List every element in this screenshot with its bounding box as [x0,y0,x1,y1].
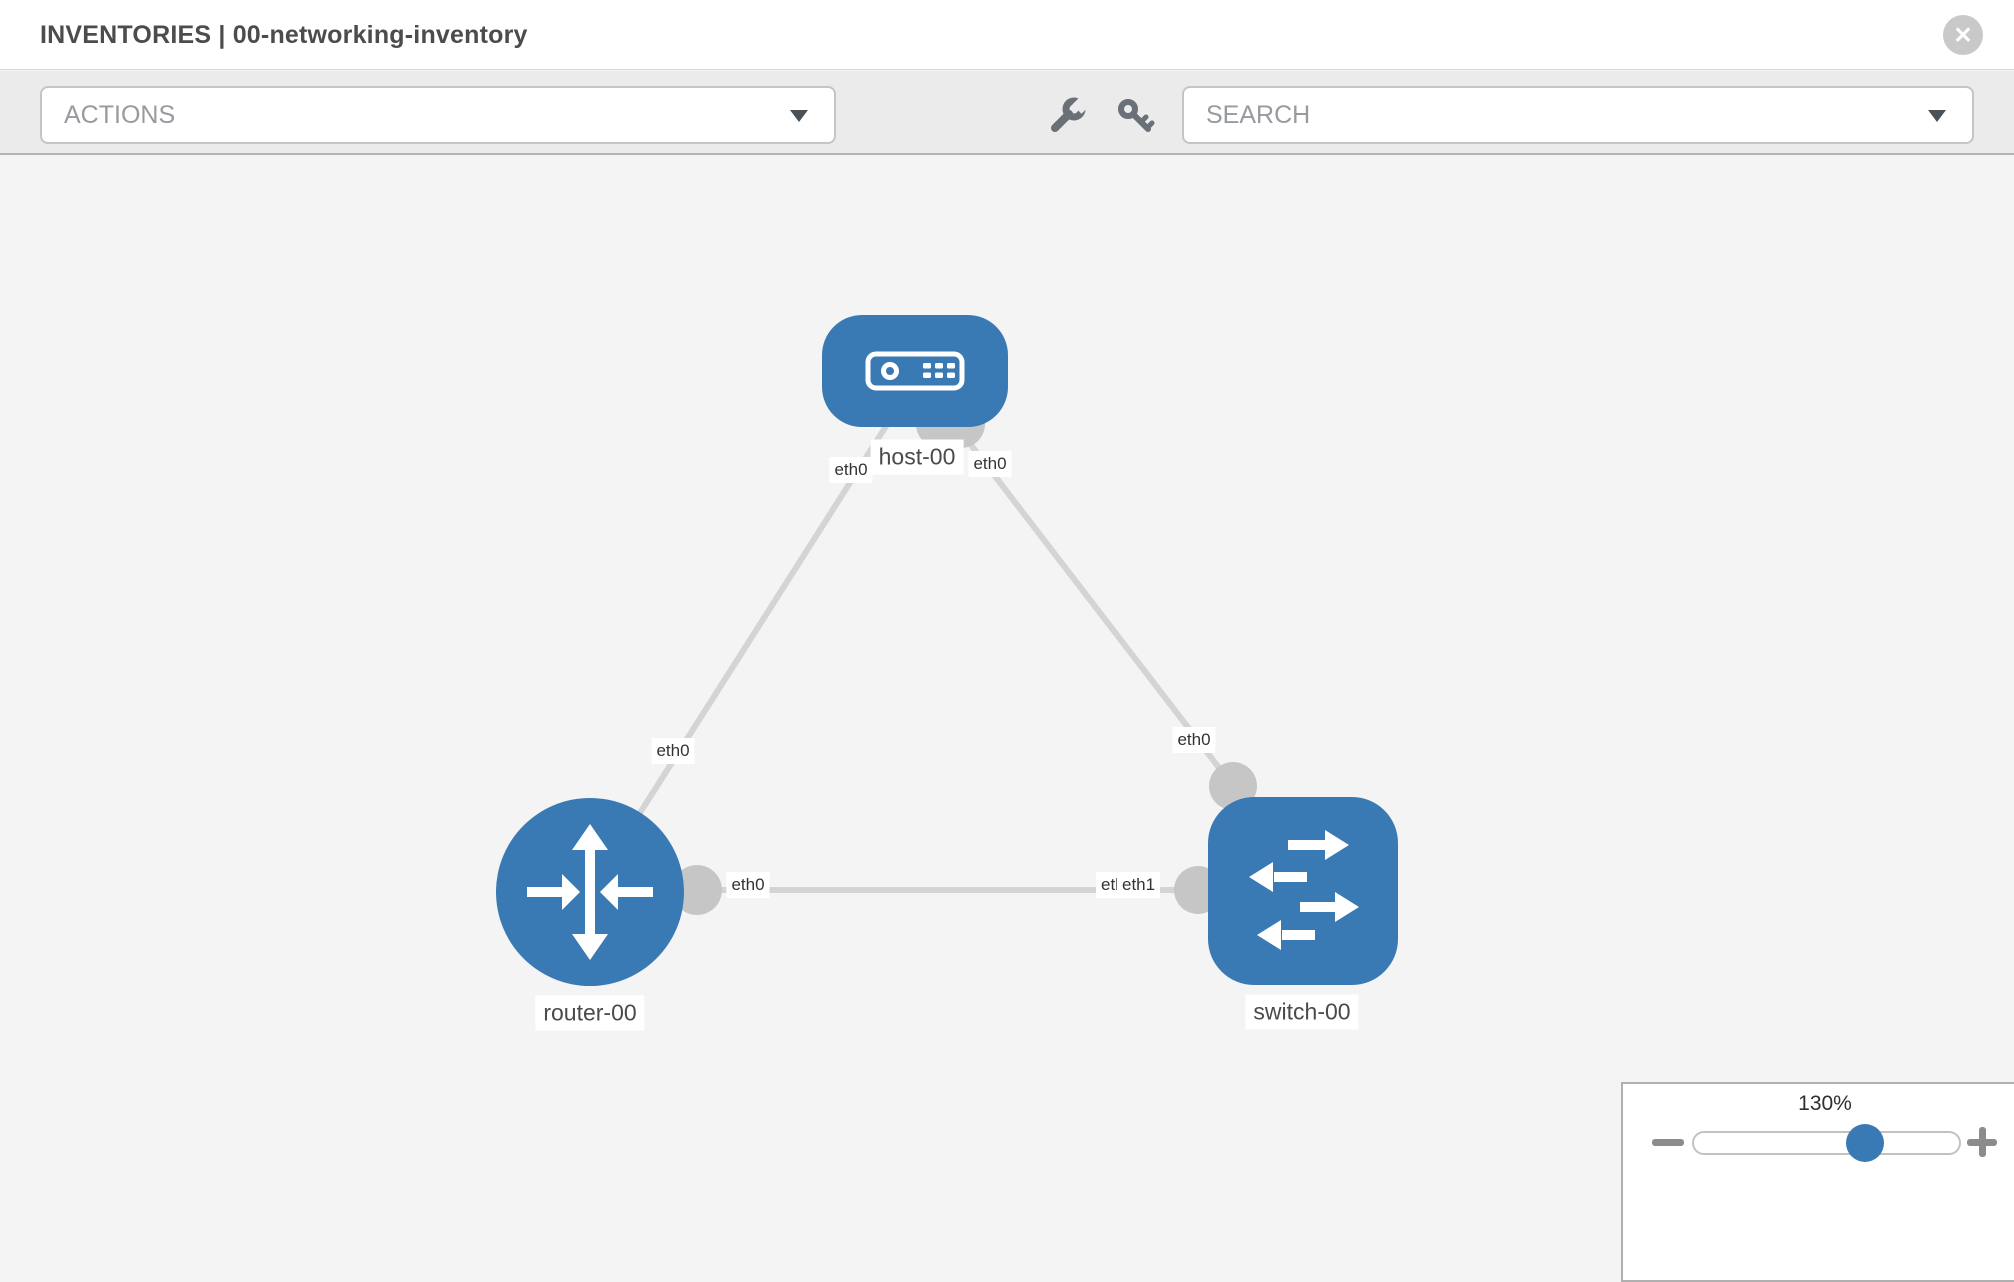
zoom-slider-track[interactable] [1692,1131,1961,1155]
zoom-level: 130% [1798,1092,1852,1115]
zoom-in-button[interactable] [1961,1126,2009,1158]
plus-icon [1978,1127,1986,1157]
search-dropdown[interactable]: SEARCH [1182,86,1974,144]
zoom-out-button[interactable] [1643,1126,1691,1158]
chevron-down-icon [1928,110,1946,122]
zoom-panel: 130% [1621,1082,2014,1282]
wrench-icon [1051,95,1091,132]
close-button[interactable]: ✕ [1943,15,1983,55]
close-icon: ✕ [1953,21,1973,48]
node-host-00[interactable] [822,315,1008,427]
node-switch-00[interactable] [1208,797,1398,985]
actions-dropdown[interactable]: ACTIONS [40,86,836,144]
node-label-host: host-00 [870,439,964,475]
interface-label-router-to-switch: eth0 [726,872,770,898]
link-host-router [607,410,898,862]
router-icon [527,824,653,960]
key-icon [1118,99,1155,132]
actions-dropdown-label: ACTIONS [64,101,176,129]
interface-label-router-to-host: eth0 [651,738,695,764]
minus-icon [1652,1139,1684,1146]
chevron-down-icon [790,110,808,122]
node-label-router: router-00 [535,995,645,1031]
page-title: INVENTORIES | 00-networking-inventory [40,21,528,49]
host-icon [865,351,965,391]
key-button[interactable] [1115,96,1155,136]
search-dropdown-label: SEARCH [1206,101,1311,129]
wrench-button[interactable] [1047,95,1091,136]
interface-label-host-to-switch: eth0 [968,451,1012,477]
switch-icon [1249,830,1359,950]
zoom-slider-thumb[interactable] [1846,1124,1884,1162]
interface-label-switch-to-router: eth1 [1117,872,1161,898]
toolbar: ACTIONS SEARCH [0,71,2014,155]
port-dot-router-right [672,865,722,915]
interface-label-switch-to-host: eth0 [1172,727,1216,753]
node-router-00[interactable] [496,798,684,986]
header: INVENTORIES | 00-networking-inventory ✕ [0,0,2014,70]
node-label-switch: switch-00 [1245,994,1359,1030]
topology-canvas[interactable]: host-00 router-00 switch-00 eth0 eth0 et… [0,157,2014,1282]
interface-label-host-to-router: eth0 [829,457,873,483]
